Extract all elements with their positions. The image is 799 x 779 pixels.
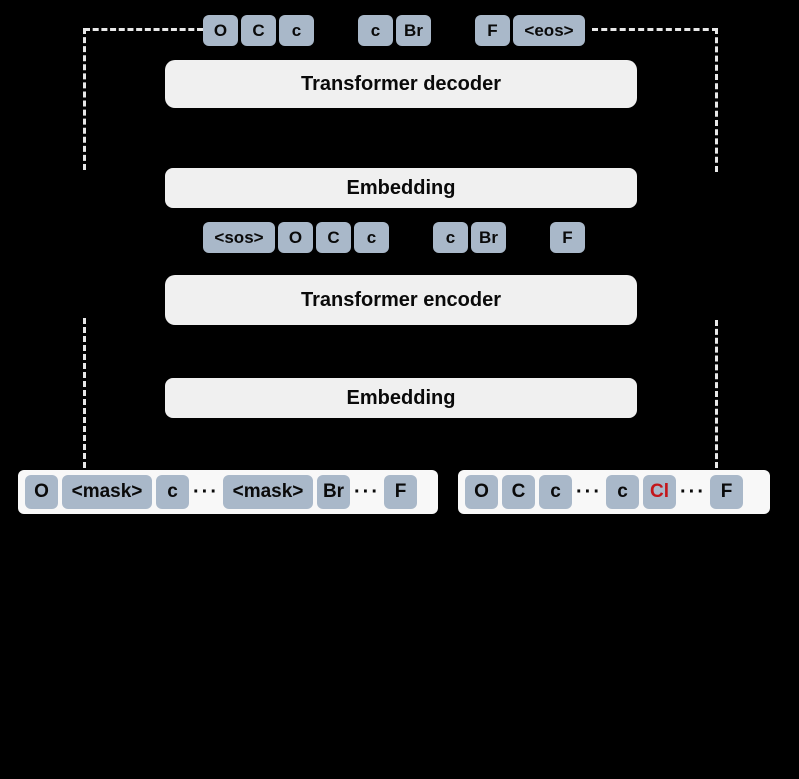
dashed-connector-top-right-horizontal bbox=[592, 28, 718, 31]
hidden-gap bbox=[434, 30, 472, 31]
masked-input-sequence: O<mask>c···<mask>Br···F bbox=[18, 470, 438, 514]
token-c: c bbox=[156, 475, 189, 509]
token-C: C bbox=[241, 15, 276, 46]
token-eos: <eos> bbox=[513, 15, 585, 46]
token-F: F bbox=[710, 475, 743, 509]
transformer-decoder-label: Transformer decoder bbox=[300, 72, 502, 95]
token-C: C bbox=[316, 222, 351, 253]
token-O: O bbox=[203, 15, 238, 46]
token-Br: Br bbox=[396, 15, 431, 46]
dashed-connector-bottom-left-vertical bbox=[83, 318, 86, 468]
ellipsis: ··· bbox=[576, 481, 602, 503]
token-C: C bbox=[502, 475, 535, 509]
hidden-gap bbox=[317, 30, 355, 31]
ellipsis: ··· bbox=[193, 481, 219, 503]
token-O: O bbox=[25, 475, 58, 509]
token-F: F bbox=[384, 475, 417, 509]
token-Cl: Cl bbox=[643, 475, 676, 509]
token-Br: Br bbox=[471, 222, 506, 253]
hidden-gap bbox=[392, 237, 430, 238]
token-c: c bbox=[354, 222, 389, 253]
token-c: c bbox=[539, 475, 572, 509]
decoder-embedding-label: Embedding bbox=[346, 176, 456, 199]
token-O: O bbox=[278, 222, 313, 253]
dashed-connector-top-right-vertical bbox=[715, 28, 718, 172]
transformer-encoder-box: Transformer encoder bbox=[165, 275, 637, 325]
token-sos: <sos> bbox=[203, 222, 275, 253]
token-c: c bbox=[433, 222, 468, 253]
encoder-embedding-label: Embedding bbox=[346, 386, 456, 409]
decoder-embedding-box: Embedding bbox=[165, 168, 637, 208]
dashed-connector-top-left-vertical bbox=[83, 28, 86, 170]
token-Br: Br bbox=[317, 475, 350, 509]
token-mask: <mask> bbox=[223, 475, 313, 509]
dashed-connector-bottom-right-vertical bbox=[715, 320, 718, 468]
ellipsis: ··· bbox=[680, 481, 706, 503]
hidden-gap bbox=[509, 237, 547, 238]
token-mask: <mask> bbox=[62, 475, 152, 509]
transformer-decoder-box: Transformer decoder bbox=[165, 60, 637, 108]
token-c: c bbox=[358, 15, 393, 46]
token-F: F bbox=[550, 222, 585, 253]
encoder-embedding-box: Embedding bbox=[165, 378, 637, 418]
ellipsis: ··· bbox=[354, 481, 380, 503]
dashed-connector-top-left-horizontal bbox=[84, 28, 203, 31]
token-F: F bbox=[475, 15, 510, 46]
token-O: O bbox=[465, 475, 498, 509]
token-c: c bbox=[279, 15, 314, 46]
token-c: c bbox=[606, 475, 639, 509]
transformer-encoder-label: Transformer encoder bbox=[300, 288, 502, 311]
